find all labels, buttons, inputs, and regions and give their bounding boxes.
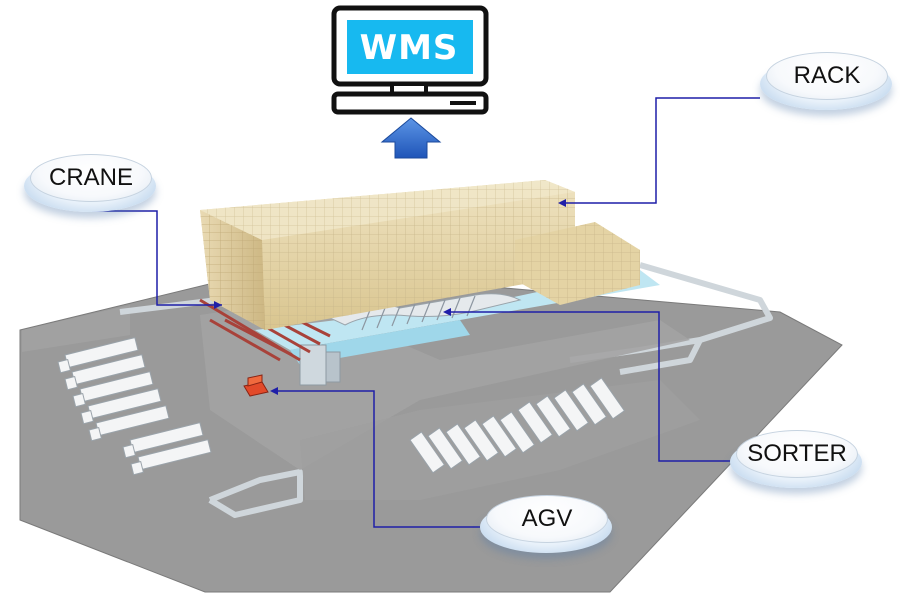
truck-icon	[80, 387, 162, 425]
truck-icon	[64, 353, 146, 391]
wms-label: WMS	[359, 28, 459, 68]
truck-fleet-left	[57, 336, 212, 476]
truck-icon	[427, 427, 464, 470]
truck-icon	[57, 336, 139, 374]
agv-label-badge: AGV	[480, 495, 612, 553]
truck-icon	[517, 401, 554, 444]
truck-icon	[130, 438, 212, 476]
connector-agv	[272, 390, 480, 528]
up-arrow-icon	[380, 117, 442, 159]
sorter-label: SORTER	[736, 430, 858, 478]
truck-fleet-bottom	[409, 377, 626, 474]
truck-icon	[463, 419, 500, 462]
connector-rack	[560, 97, 760, 204]
agv-robot-icon	[243, 374, 269, 397]
truck-icon	[409, 431, 446, 474]
rack-label: RACK	[766, 52, 888, 100]
connector-crane	[92, 210, 222, 306]
truck-icon	[481, 415, 518, 458]
truck-icon	[553, 389, 590, 432]
connector-arrowheads	[214, 199, 566, 395]
agv-label: AGV	[486, 495, 608, 543]
truck-icon	[445, 423, 482, 466]
truck-icon	[72, 370, 154, 408]
truck-icon	[122, 421, 204, 459]
truck-icon	[589, 377, 626, 420]
truck-icon	[535, 395, 572, 438]
sorter-label-badge: SORTER	[730, 430, 862, 488]
crane-label-badge: CRANE	[24, 154, 156, 212]
truck-icon	[499, 411, 536, 454]
truck-icon	[88, 404, 170, 442]
high-bay-rack	[200, 180, 640, 330]
connector-sorter	[445, 311, 730, 462]
monitor-icon	[331, 5, 489, 115]
connector-lines	[92, 97, 760, 528]
rack-label-badge: RACK	[760, 52, 892, 110]
crane-label: CRANE	[30, 154, 152, 202]
truck-icon	[571, 383, 608, 426]
